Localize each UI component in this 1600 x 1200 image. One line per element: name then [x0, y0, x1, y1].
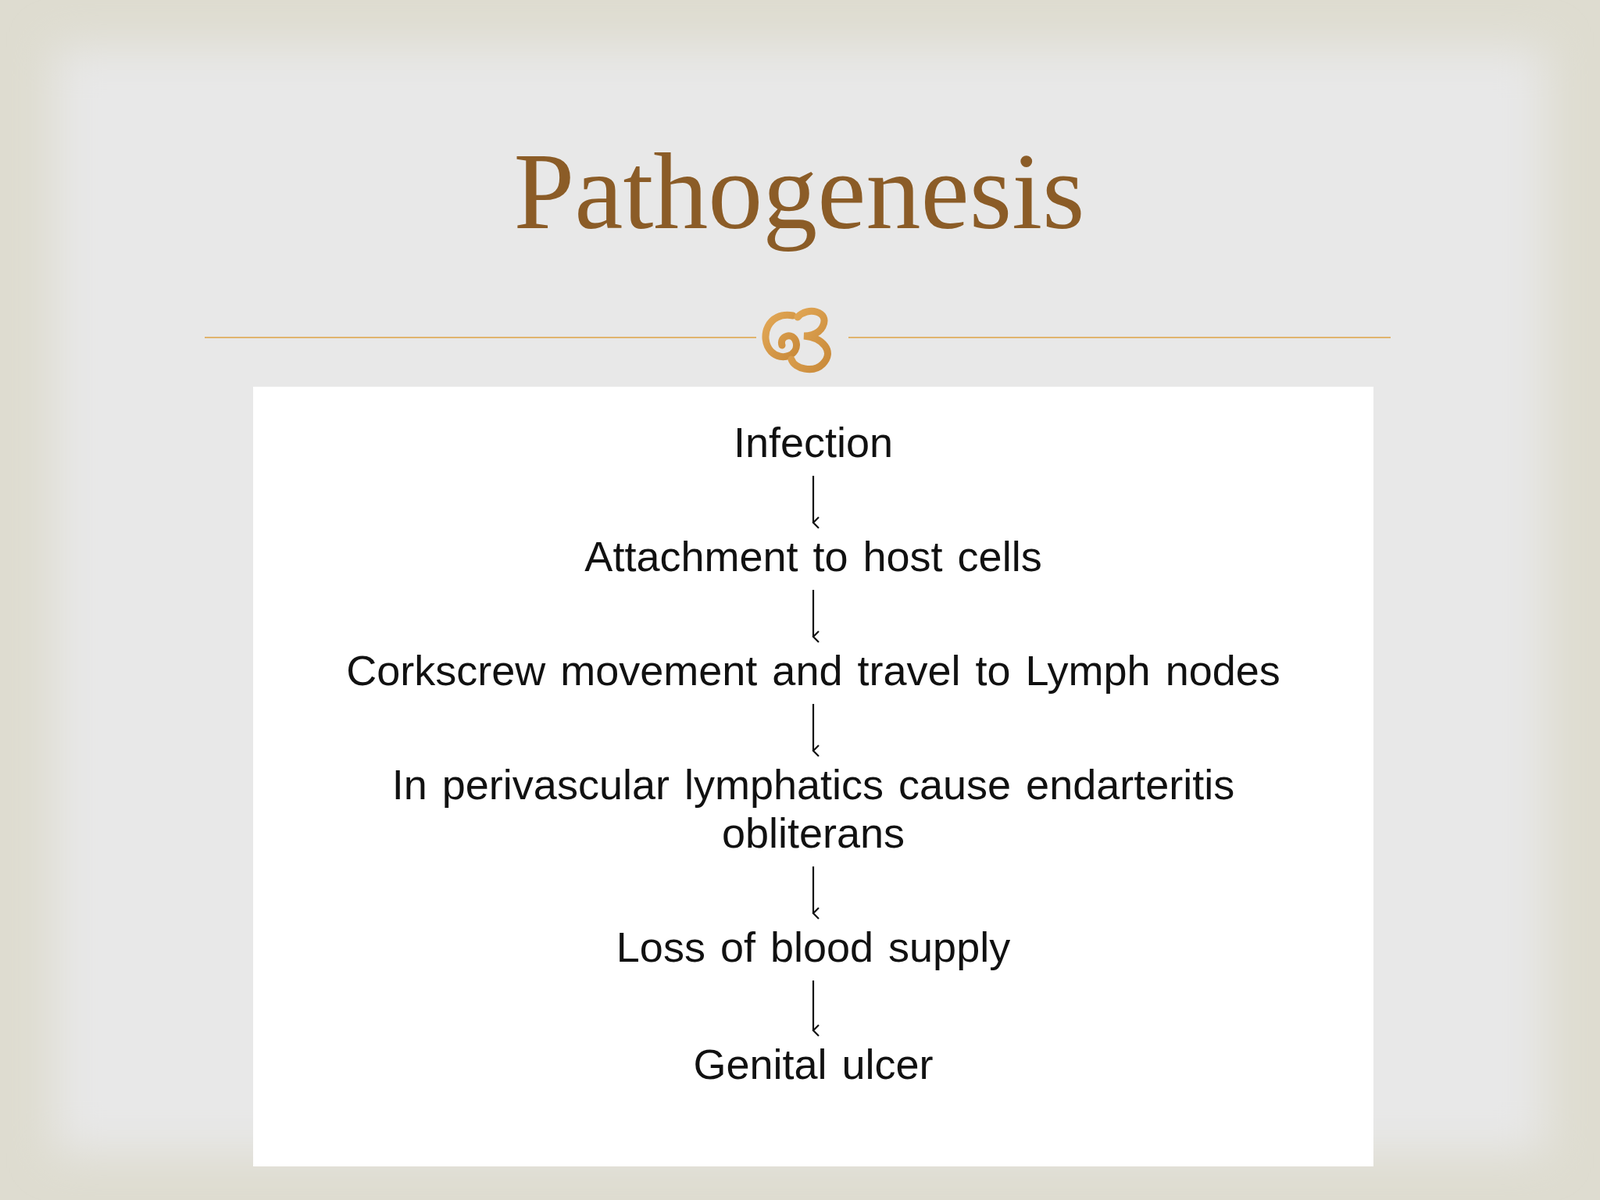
flow-step: Infection	[727, 416, 900, 468]
flow-arrow	[812, 866, 815, 914]
diagram-panel	[253, 386, 1374, 1167]
step-text: Corkscrew movement and travel to Lymph n…	[346, 646, 1281, 695]
divider-ornament	[765, 310, 828, 369]
ornament-curl	[765, 314, 797, 357]
flow-step: Genital ulcer	[686, 1038, 940, 1090]
flow-step: Corkscrew movement and travel to Lymph n…	[339, 644, 1287, 697]
flow-step: Loss of blood supply	[610, 921, 1017, 973]
step-text: In perivascular lymphatics cause endarte…	[311, 760, 1315, 858]
flow-arrow	[812, 589, 815, 637]
step-text: Infection	[733, 417, 893, 467]
step-text: Genital ulcer	[692, 1039, 933, 1089]
flow-arrow	[812, 980, 815, 1031]
divider-line	[848, 336, 1391, 339]
step-text: Loss of blood supply	[616, 922, 1011, 972]
flow-step: Attachment to host cells	[578, 530, 1048, 583]
flow-arrow	[812, 703, 815, 751]
ornament-curl	[791, 310, 828, 369]
divider-line	[204, 336, 757, 339]
slide-title: Pathogenesis	[513, 136, 1085, 247]
flow-arrow	[812, 475, 815, 523]
flow-step: In perivascular lymphatics cause endarte…	[305, 758, 1322, 859]
step-text: Attachment to host cells	[584, 532, 1042, 581]
